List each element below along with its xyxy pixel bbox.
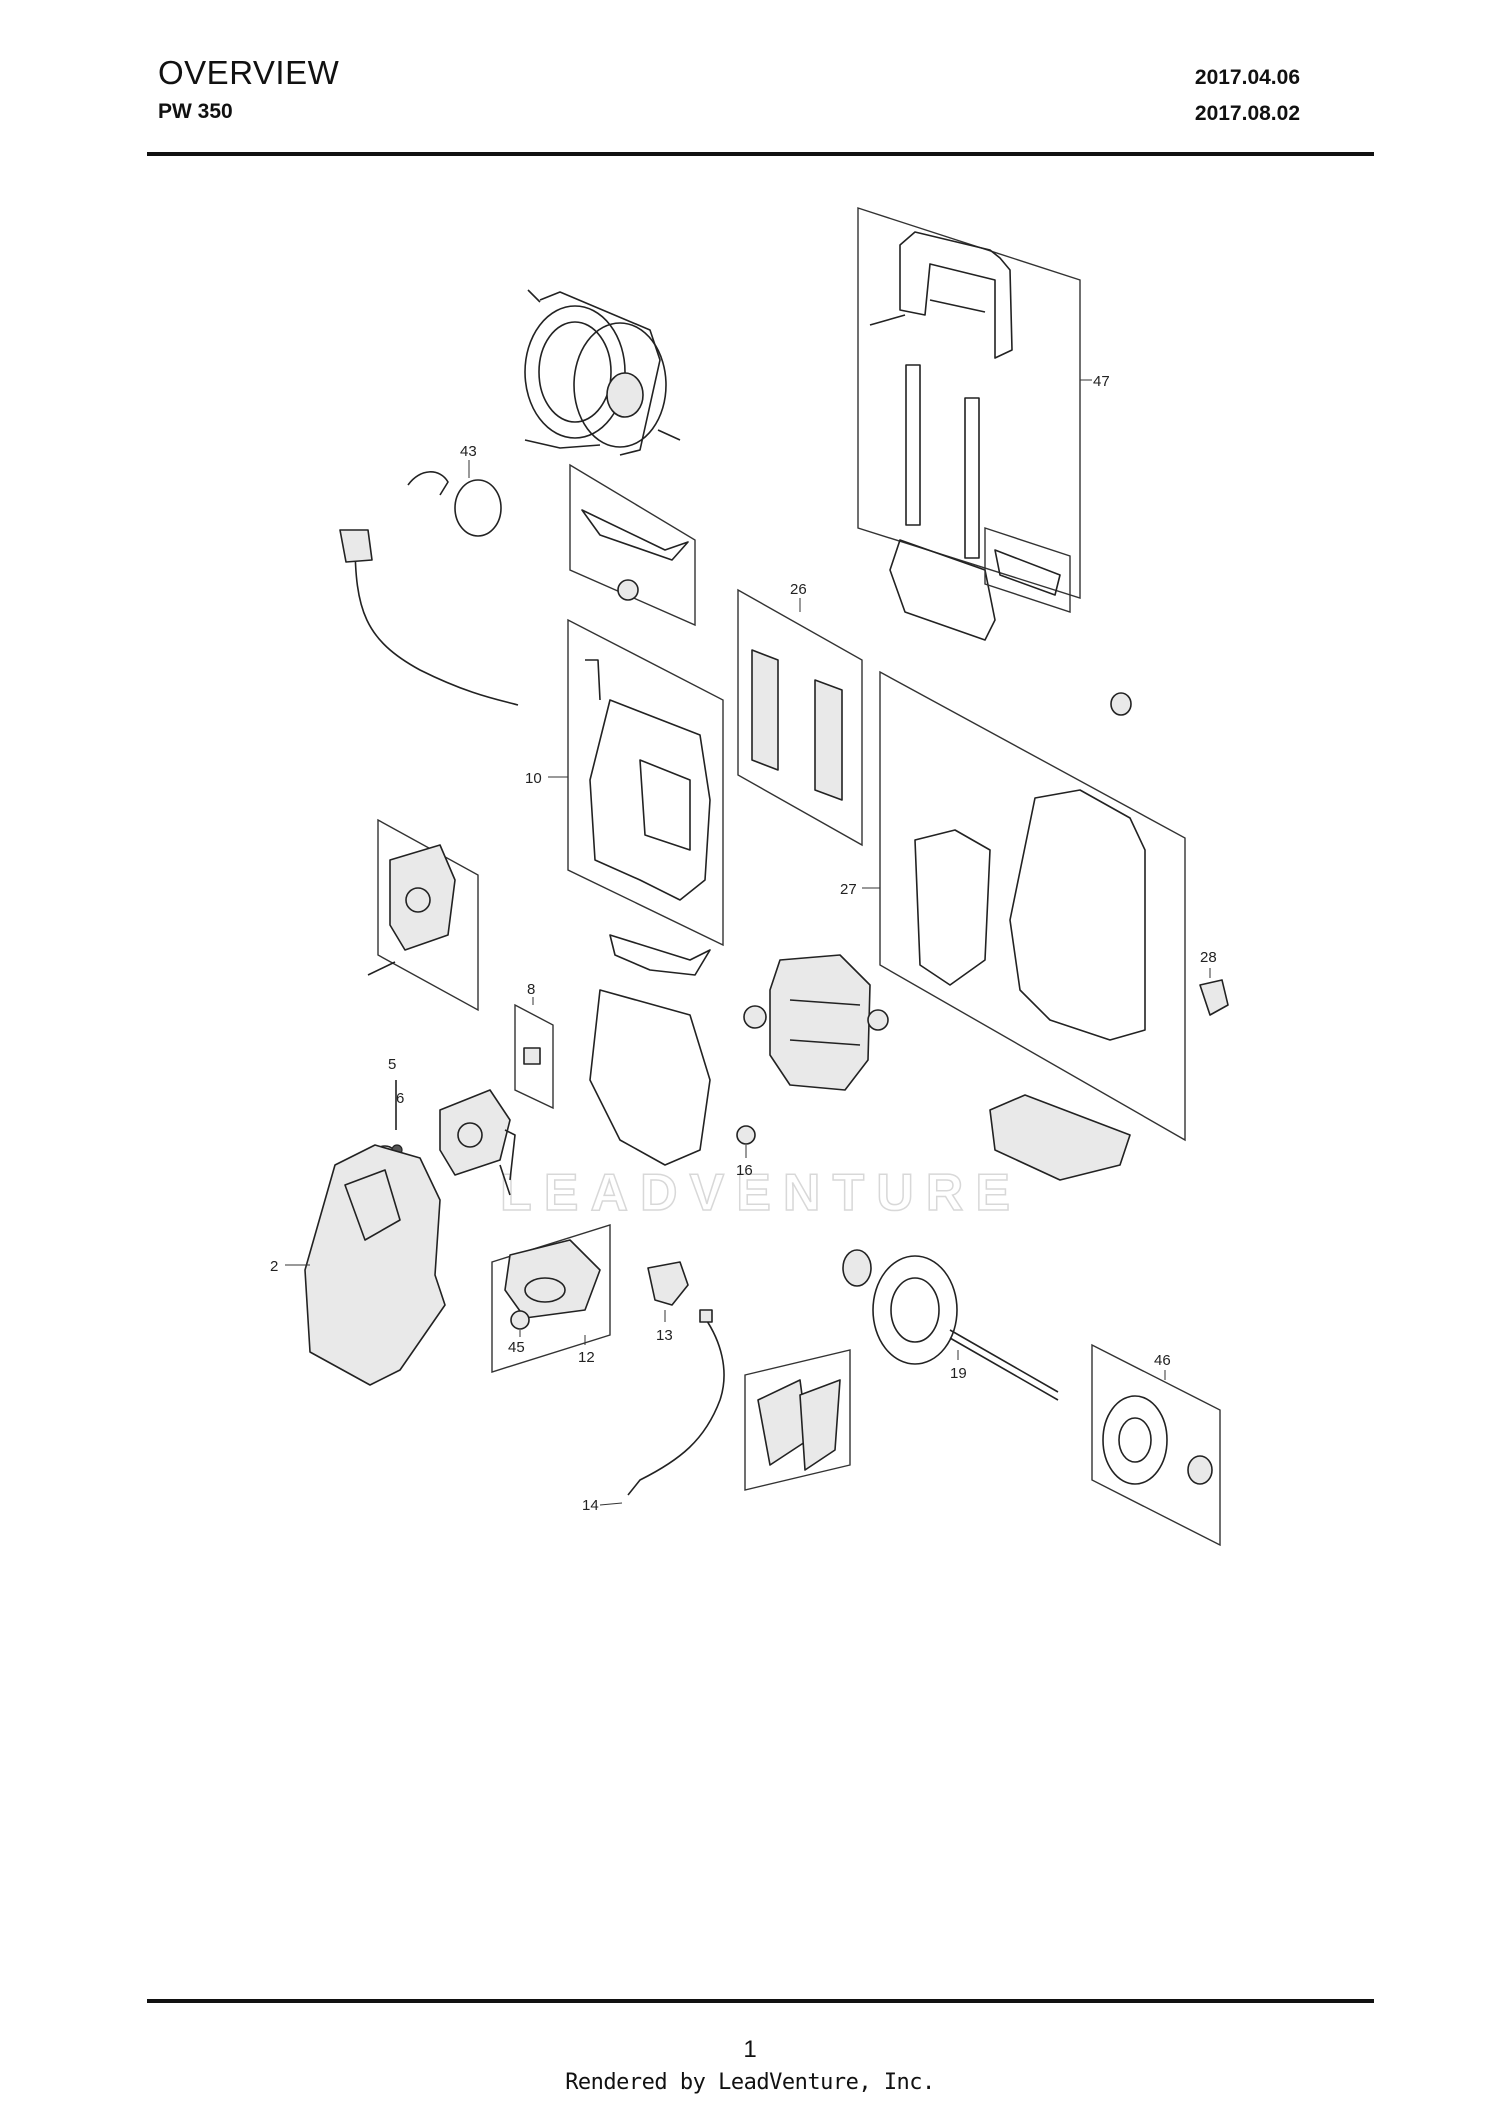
model-name: PW 350: [158, 100, 233, 123]
side-rails-box: [737, 588, 863, 847]
page-title: OVERVIEW: [158, 54, 340, 91]
side-cover-box: [744, 1349, 851, 1491]
hose-reel: [524, 289, 681, 456]
front-cover: [285, 1144, 446, 1386]
callout-13: 13: [656, 1327, 673, 1344]
clip-part: [1199, 968, 1229, 1016]
callout-28: 28: [1200, 949, 1217, 966]
callout-5: 5: [388, 1056, 396, 1073]
callout-27: 27: [840, 881, 857, 898]
filter-housing-box: [491, 1224, 611, 1373]
callout-12: 12: [578, 1349, 595, 1366]
control-panel-box: [367, 818, 479, 1012]
switch-box: [514, 997, 554, 1110]
front-panel: [439, 1089, 516, 1196]
callout-47: 47: [1093, 373, 1110, 390]
page-number: 1: [743, 2036, 757, 2063]
callout-19: 19: [950, 1365, 967, 1382]
chassis-half-box: [548, 618, 724, 947]
rear-housing-box: [862, 670, 1186, 1181]
nozzle-holder: [647, 1261, 689, 1322]
wheel-right-box: [1091, 1343, 1221, 1547]
handle-assembly: [857, 207, 1132, 716]
date-revised: 2017.08.02: [1194, 102, 1300, 125]
callout-43: 43: [460, 443, 477, 460]
power-cord: [339, 460, 519, 706]
callout-16: 16: [736, 1162, 753, 1179]
date-created: 2017.04.06: [1194, 66, 1300, 89]
hose: [599, 1309, 725, 1506]
callout-14: 14: [582, 1497, 599, 1514]
watermark-text: LEADVENTURE: [500, 1164, 1022, 1222]
hose-guide-box: [569, 463, 696, 627]
callout-8: 8: [527, 981, 535, 998]
footer-rule: [147, 1999, 1374, 2003]
callout-46: 46: [1154, 1352, 1171, 1369]
callout-26: 26: [790, 581, 807, 598]
pump-motor-assembly: [589, 934, 889, 1166]
callout-45: 45: [508, 1339, 525, 1356]
header-rule: [147, 152, 1374, 156]
footer-credit: Rendered by LeadVenture, Inc.: [565, 2070, 935, 2095]
callout-6: 6: [396, 1090, 404, 1107]
callout-10: 10: [525, 770, 542, 787]
callout-2: 2: [270, 1258, 278, 1275]
wheel-left: [842, 1249, 1059, 1401]
